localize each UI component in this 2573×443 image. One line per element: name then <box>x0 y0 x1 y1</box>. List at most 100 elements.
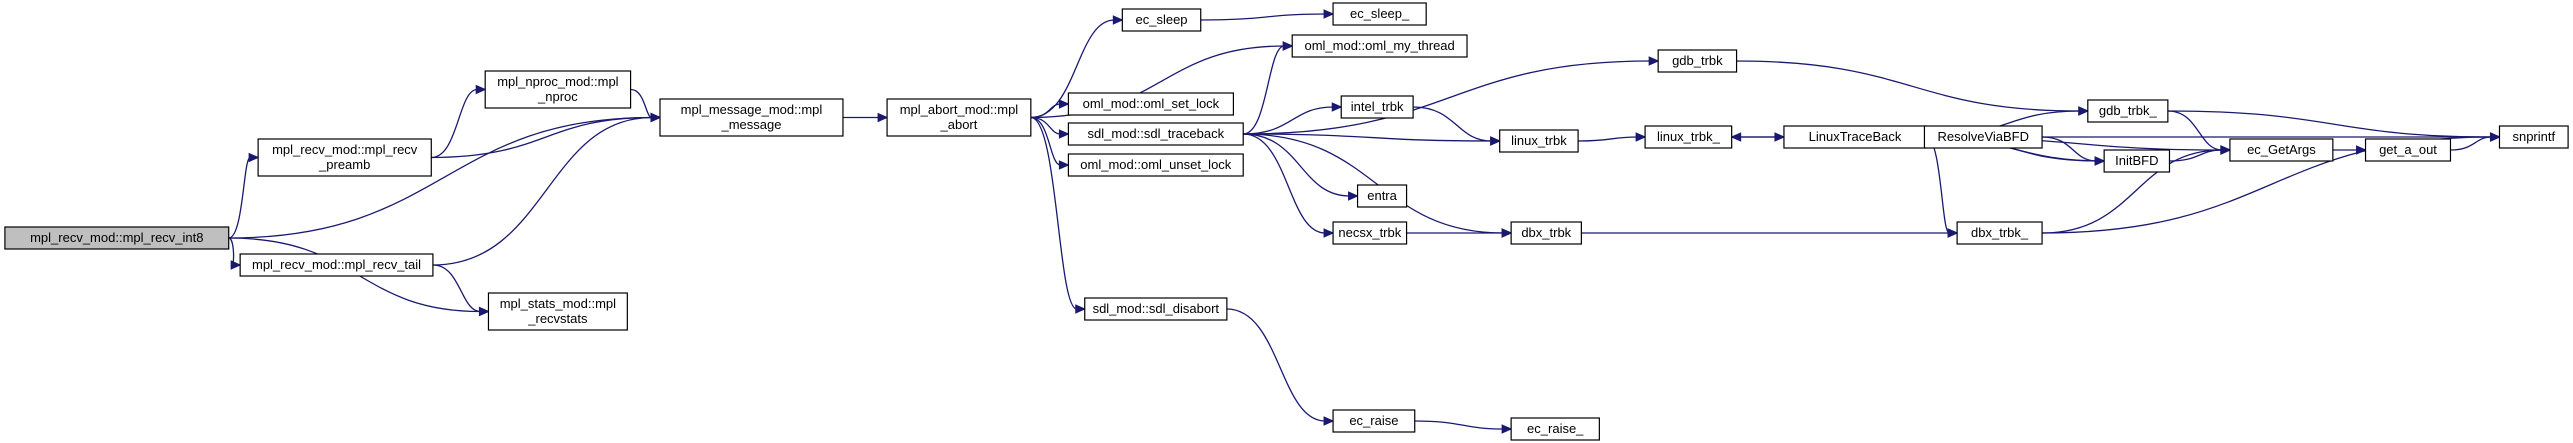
node-recvstats[interactable]: mpl_stats_mod::mpl_recvstats <box>487 292 628 331</box>
node-ResolveViaBFD[interactable]: ResolveViaBFD <box>1923 125 2043 149</box>
edge-abort-to-sdl_disabort <box>1030 116 1086 314</box>
edge-abort-to-oml_set_lock <box>1030 99 1070 119</box>
node-sdl_disabort[interactable]: sdl_mod::sdl_disabort <box>1084 297 1228 321</box>
edge-line <box>2450 136 2492 151</box>
node-oml_set_lock[interactable]: oml_mod::oml_set_lock <box>1067 92 1235 116</box>
node-box <box>257 138 432 177</box>
node-box <box>1356 184 1408 208</box>
node-label-line: ec_sleep_ <box>1350 6 1410 21</box>
node-dbx_trbk_[interactable]: dbx_trbk_ <box>1956 221 2043 245</box>
nodes-layer: mpl_recv_mod::mpl_recv_int8mpl_recv_mod:… <box>4 2 2569 441</box>
edge-line <box>1414 420 1504 430</box>
edge-sdl_traceback-to-intel_trbk <box>1243 102 1343 135</box>
node-oml_unset_lock[interactable]: oml_mod::oml_unset_lock <box>1067 153 1244 177</box>
node-box <box>1657 49 1738 73</box>
node-ec_raise[interactable]: ec_raise <box>1332 409 1416 433</box>
node-nproc[interactable]: mpl_nproc_mod::mpl_nproc <box>484 70 632 109</box>
node-entra[interactable]: entra <box>1356 184 1408 208</box>
node-box <box>1067 92 1235 116</box>
edge-arrowhead <box>1323 228 1335 238</box>
node-ec_sleep[interactable]: ec_sleep <box>1121 8 1202 32</box>
node-ec_raise_[interactable]: ec_raise_ <box>1510 417 1600 441</box>
node-box <box>239 253 434 277</box>
node-label-line: mpl_recv_mod::mpl_recv <box>272 142 418 157</box>
edge-line <box>2042 149 2222 234</box>
node-box <box>484 70 632 109</box>
edge-line <box>1243 133 1326 234</box>
edge-root-to-recv_preamb <box>228 152 260 239</box>
edge-arrowhead <box>2078 106 2090 116</box>
edge-intel_trbk-to-linux_trbk <box>1413 106 1501 146</box>
edge-line <box>1578 136 1638 142</box>
node-label-line: oml_mod::oml_my_thread <box>1304 38 1454 53</box>
node-gdb_trbk[interactable]: gdb_trbk <box>1657 49 1738 73</box>
node-label-line: _abort <box>940 117 978 132</box>
node-label-line: ec_raise_ <box>1527 421 1584 436</box>
node-label-line: linux_trbk <box>1511 133 1567 148</box>
node-label-line: _recvstats <box>527 311 588 326</box>
node-box <box>1332 2 1427 26</box>
node-label-line: intel_trbk <box>1351 99 1404 114</box>
edge-sdl_traceback-to-oml_my_thread <box>1243 41 1294 135</box>
node-get_a_out[interactable]: get_a_out <box>2364 138 2452 162</box>
edge-root-to-recvstats <box>228 237 490 317</box>
node-label-line: ec_GetArgs <box>2247 142 2316 157</box>
edge-arrowhead <box>1501 228 1513 238</box>
node-label-line: _message <box>720 117 781 132</box>
node-abort[interactable]: mpl_abort_mod::mpl_abort <box>886 98 1032 137</box>
edge-line <box>1243 133 1492 142</box>
node-label-line: InitBFD <box>2115 153 2158 168</box>
edge-line <box>1030 103 1061 119</box>
node-box <box>1332 409 1416 433</box>
node-linux_trbk_[interactable]: linux_trbk_ <box>1644 125 1733 149</box>
edge-recv_tail-to-message <box>432 112 662 266</box>
node-oml_my_thread[interactable]: oml_mod::oml_my_thread <box>1291 34 1468 58</box>
node-label-line: oml_mod::oml_set_lock <box>1083 96 1220 111</box>
edge-line <box>2167 110 2222 151</box>
node-necsx_trbk[interactable]: necsx_trbk <box>1332 221 1408 245</box>
edge-LinuxTraceBack-to-dbx_trbk_ <box>1925 136 1959 238</box>
node-box <box>1084 297 1228 321</box>
node-label-line: sdl_mod::sdl_traceback <box>1088 126 1225 141</box>
edge-line <box>1736 60 2080 112</box>
node-LinuxTraceBack[interactable]: LinuxTraceBack <box>1783 125 1927 149</box>
edge-arrowhead <box>475 84 487 95</box>
node-box <box>2498 125 2569 149</box>
node-ec_sleep_[interactable]: ec_sleep_ <box>1332 2 1427 26</box>
edge-linux_trbk-to-linux_trbk_ <box>1578 132 1647 142</box>
edge-gdb_trbk-to-gdb_trbk_ <box>1736 60 2090 116</box>
node-box <box>1067 122 1244 146</box>
node-intel_trbk[interactable]: intel_trbk <box>1340 95 1414 119</box>
node-snprintf[interactable]: snprintf <box>2498 125 2569 149</box>
edge-arrowhead <box>1058 99 1070 109</box>
node-sdl_traceback[interactable]: sdl_mod::sdl_traceback <box>1067 122 1244 146</box>
edge-arrowhead <box>1348 191 1359 201</box>
edge-arrowhead <box>1058 160 1070 170</box>
node-label-line: snprintf <box>2512 129 2555 144</box>
node-label-line: gdb_trbk_ <box>2099 103 2158 118</box>
node-box <box>1923 125 2043 149</box>
edge-line <box>1243 106 1334 135</box>
edge-arrowhead <box>1323 416 1335 426</box>
edge-ec_raise-to-ec_raise_ <box>1414 420 1513 434</box>
node-InitBFD[interactable]: InitBFD <box>2103 149 2171 173</box>
edge-line <box>1243 60 1651 135</box>
node-gdb_trbk_[interactable]: gdb_trbk_ <box>2087 99 2169 123</box>
node-message[interactable]: mpl_message_mod::mpl_message <box>659 98 844 137</box>
edge-line <box>2167 110 2492 138</box>
edge-arrowhead <box>1112 15 1124 25</box>
node-ec_GetArgs[interactable]: ec_GetArgs <box>2229 138 2334 162</box>
node-dbx_trbk[interactable]: dbx_trbk <box>1510 221 1582 245</box>
edge-arrowhead <box>1730 132 1742 142</box>
edge-arrowhead <box>248 152 260 163</box>
node-root[interactable]: mpl_recv_mod::mpl_recv_int8 <box>4 226 230 250</box>
node-recv_tail[interactable]: mpl_recv_mod::mpl_recv_tail <box>239 253 434 277</box>
node-linux_trbk[interactable]: linux_trbk <box>1499 129 1579 153</box>
node-recv_preamb[interactable]: mpl_recv_mod::mpl_recv_preamb <box>257 138 432 177</box>
edge-arrowhead <box>1501 424 1513 434</box>
edge-necsx_trbk-to-dbx_trbk <box>1406 228 1513 238</box>
edge-line <box>432 264 481 313</box>
node-box <box>1340 95 1414 119</box>
edge-sdl_traceback-to-entra <box>1243 133 1359 201</box>
